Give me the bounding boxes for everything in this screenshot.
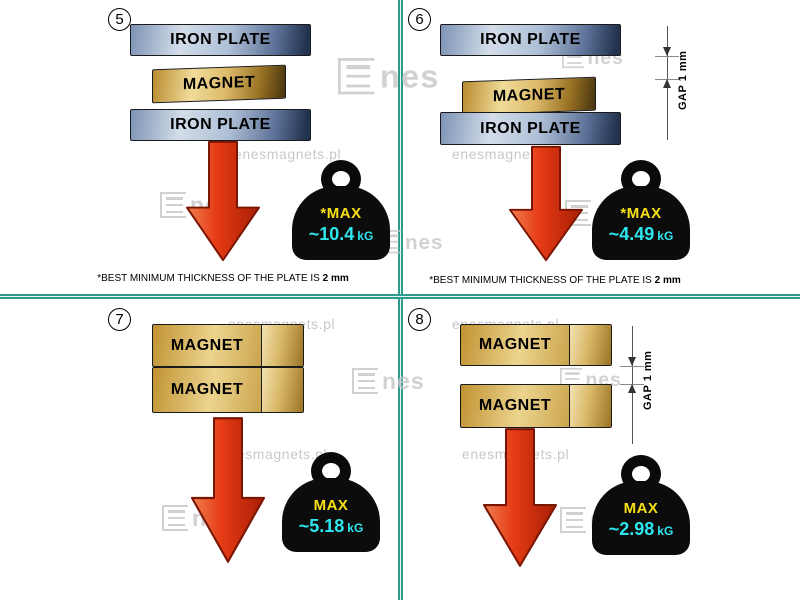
watermark-text: enesmagnets.pl [234, 146, 342, 162]
kettlebell-body: MAX ~5.18 kG [282, 478, 380, 552]
panel8-number: 8 [408, 308, 431, 331]
panel7-down-arrow-icon [191, 417, 265, 563]
magnet-label: MAGNET [478, 336, 552, 353]
panel6-weight-kettlebell: *MAX ~4.49 kG [592, 160, 690, 260]
enes-logo-icon [162, 505, 188, 531]
panel5-iron-plate-bottom: IRON PLATE [130, 109, 311, 141]
footnote-bold: 2 mm [654, 275, 681, 286]
iron-plate-label: IRON PLATE [480, 31, 581, 48]
kettlebell-body: *MAX ~10.4 kG [292, 186, 390, 260]
panel6-magnet-bar: MAGNET [462, 76, 596, 116]
panel8-weight-kettlebell: MAX ~2.98 kG [592, 455, 690, 555]
panel8-magnet-bottom: MAGNET [460, 384, 612, 428]
panel7-number: 7 [108, 308, 131, 331]
iron-plate-label: IRON PLATE [170, 31, 271, 48]
panel7-magnet-bottom: MAGNET [152, 367, 304, 413]
gap-label: GAP 1 mm [677, 50, 689, 110]
dimension-tick [655, 56, 679, 57]
panel6-number: 6 [408, 8, 431, 31]
enes-logo-text: nes [380, 57, 440, 94]
dimension-arrow-down-icon [628, 357, 636, 366]
magnet-endcap [261, 368, 303, 412]
weight-max-label: MAX [623, 500, 659, 517]
dimension-arrow-up-icon [663, 79, 671, 88]
weight-value: ~10.4 kG [309, 224, 374, 245]
magnet-endcap [569, 325, 611, 365]
panel5-magnet-bar: MAGNET [152, 64, 286, 104]
panel5-footnote: *BEST MINIMUM THICKNESS OF THE PLATE IS … [92, 273, 354, 284]
enes-logo-icon [160, 192, 186, 218]
magnet-label: MAGNET [170, 381, 244, 398]
weight-number: ~2.98 [608, 519, 655, 539]
enes-logo-icon [338, 58, 375, 95]
enes-logo-icon [560, 507, 586, 533]
watermark-text: enesmagnets.pl [220, 446, 328, 462]
panel7-weight-kettlebell: MAX ~5.18 kG [282, 452, 380, 552]
dimension-arrow-down-icon [663, 47, 671, 56]
weight-number: ~5.18 [298, 516, 345, 536]
enes-logo-text: nes [405, 229, 444, 253]
enes-logo-watermark: nes [352, 368, 425, 394]
weight-value: ~5.18 kG [299, 516, 364, 537]
panel6-down-arrow-icon [509, 145, 583, 262]
footnote-text: *BEST MINIMUM THICKNESS OF THE PLATE IS [97, 273, 320, 284]
panel5-down-arrow-icon [186, 140, 260, 262]
magnet-label: MAGNET [182, 73, 256, 94]
weight-number: ~10.4 [308, 224, 355, 244]
magnet-label: MAGNET [492, 85, 566, 106]
magnet-label: MAGNET [170, 336, 244, 354]
weight-value: ~4.49 kG [609, 224, 674, 245]
weight-unit: kG [347, 521, 364, 535]
dimension-tick [620, 366, 644, 367]
iron-plate-label: IRON PLATE [480, 119, 581, 137]
weight-max-label: *MAX [620, 205, 662, 222]
panel6-iron-plate-bottom: IRON PLATE [440, 112, 621, 145]
panel5-iron-plate-top: IRON PLATE [130, 24, 311, 56]
magnet-endcap [261, 325, 303, 366]
horizontal-divider [0, 294, 800, 299]
footnote-text: *BEST MINIMUM THICKNESS OF THE PLATE IS [429, 275, 652, 286]
panel8-gap-dimension: GAP 1 mm [620, 326, 668, 444]
footnote-bold: 2 mm [322, 273, 349, 284]
kettlebell-body: *MAX ~4.49 kG [592, 186, 690, 260]
weight-value: ~2.98 kG [609, 519, 674, 540]
panel6-gap-dimension: GAP 1 mm [655, 26, 703, 140]
dimension-arrow-up-icon [628, 384, 636, 393]
panel8-down-arrow-icon [483, 428, 557, 567]
weight-number: ~4.49 [608, 224, 655, 244]
panel6-iron-plate-top: IRON PLATE [440, 24, 621, 56]
panel5-weight-kettlebell: *MAX ~10.4 kG [292, 160, 390, 260]
panel6-footnote: *BEST MINIMUM THICKNESS OF THE PLATE IS … [424, 275, 686, 286]
weight-max-label: MAX [313, 497, 349, 514]
weight-unit: kG [657, 229, 674, 243]
panel8-magnet-top: MAGNET [460, 324, 612, 366]
weight-max-label: *MAX [320, 205, 362, 222]
magnet-label: MAGNET [478, 397, 552, 414]
enes-logo-text: nes [585, 367, 622, 390]
kettlebell-body: MAX ~2.98 kG [592, 481, 690, 555]
weight-unit: kG [657, 524, 674, 538]
vertical-divider [398, 0, 403, 600]
panel5-number: 5 [108, 8, 131, 31]
iron-plate-label: IRON PLATE [170, 116, 271, 133]
weight-unit: kG [357, 229, 374, 243]
enes-logo-watermark: nes [338, 57, 440, 95]
enes-logo-icon [352, 368, 378, 394]
gap-label: GAP 1 mm [642, 350, 654, 410]
enes-logo-text: nes [382, 367, 425, 394]
panel7-magnet-top: MAGNET [152, 324, 304, 367]
magnet-endcap [569, 385, 611, 427]
